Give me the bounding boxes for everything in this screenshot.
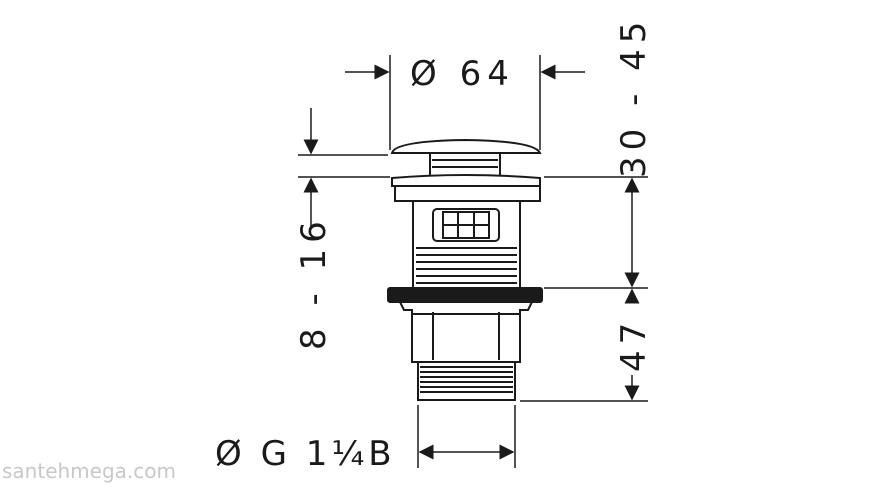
overall-height-dimension (544, 176, 648, 289)
lower-height-label: 47 (614, 317, 654, 372)
cap-diameter-label: Ø 64 (410, 54, 515, 94)
cap-diameter-dimension (345, 55, 585, 150)
cap-clearance-label: 8 - 16 (294, 215, 334, 350)
drain-cap (390, 138, 542, 154)
drain-flange (391, 174, 541, 187)
overall-height-label: 30 - 45 (614, 16, 654, 178)
watermark-text: santehmega.com (2, 459, 176, 483)
drain-gasket (387, 287, 543, 303)
cap-clearance-dimension (298, 108, 390, 226)
drain-nut (398, 301, 534, 363)
lower-height-dimension (520, 288, 648, 402)
thread-dimension (417, 405, 516, 468)
drain-valve-body (387, 138, 543, 401)
thread-spec-label: Ø G 1¼B (215, 434, 396, 474)
